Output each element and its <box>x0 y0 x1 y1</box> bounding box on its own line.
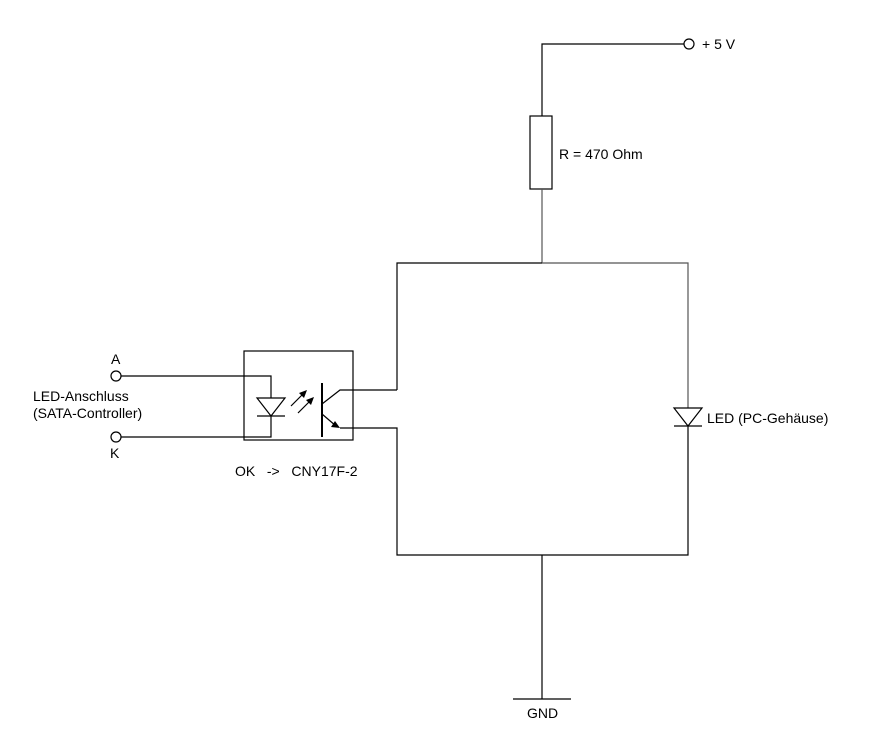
resistor-symbol <box>529 115 553 190</box>
resistor-label: R = 470 Ohm <box>559 146 643 162</box>
optocoupler-label: OK -> CNY17F-2 <box>235 463 358 479</box>
opto-led-symbol <box>121 375 287 438</box>
supply-terminal <box>683 38 695 50</box>
top-rail-wire <box>396 262 542 390</box>
anode-terminal <box>110 370 122 382</box>
cathode-terminal <box>110 431 122 443</box>
ground-label: GND <box>527 705 558 721</box>
emitter-ground-wire <box>340 427 542 556</box>
led-connector-label-line2: (SATA-Controller) <box>33 405 142 421</box>
led-supply-wire <box>542 262 689 408</box>
cathode-label: K <box>110 445 120 461</box>
supply-wire <box>541 43 684 116</box>
led-ground-wire <box>542 426 689 556</box>
led-connector-label-line1: LED-Anschluss <box>33 388 129 404</box>
supply-label: + 5 V <box>702 36 736 52</box>
optocoupler-package <box>243 350 354 441</box>
anode-label: A <box>111 351 121 367</box>
light-arrows-icon <box>290 390 314 414</box>
case-led-symbol <box>672 407 704 427</box>
case-led-label: LED (PC-Gehäuse) <box>707 410 828 426</box>
phototransistor-symbol <box>321 383 397 437</box>
